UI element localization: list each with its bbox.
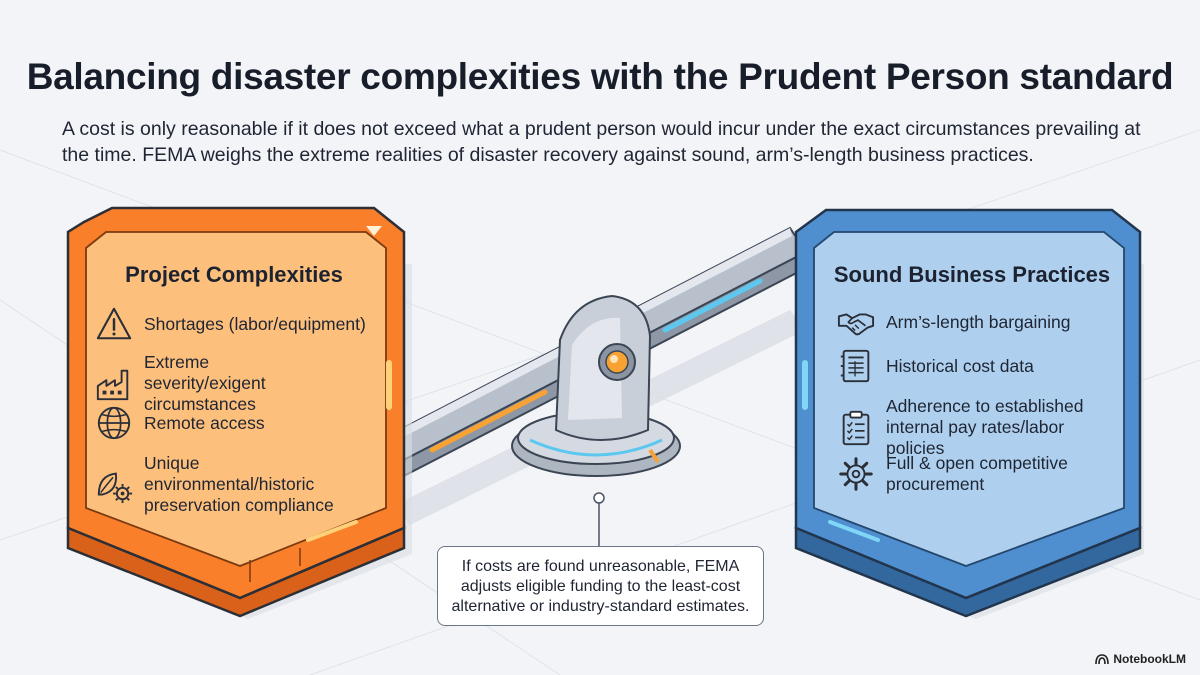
left-item-label: Remote access: [144, 412, 265, 433]
page-subtitle: A cost is only reasonable if it does not…: [62, 118, 1141, 166]
right-item-label: Historical cost data: [886, 355, 1034, 376]
left-item-label: Unique environmental/historic preservati…: [144, 453, 334, 515]
page-title: Balancing disaster complexities with the…: [26, 56, 1174, 97]
left-item-label: Shortages (labor/equipment): [144, 313, 366, 334]
factory-icon: [94, 364, 134, 404]
left-panel-shape: [66, 206, 412, 619]
list-item: Remote access: [94, 403, 384, 443]
right-panel-title: Sound Business Practices: [833, 262, 1111, 287]
leaf-gear-icon: [94, 465, 134, 505]
globe-icon: [94, 403, 134, 443]
notebooklm-icon: [1095, 654, 1110, 665]
right-panel-shape: [794, 208, 1144, 619]
brand-logo: NotebookLM: [1095, 652, 1186, 666]
right-item-label: Adherence to established internal pay ra…: [886, 396, 1084, 458]
gear-icon: [836, 454, 876, 494]
list-item: Full & open competitive procurement: [836, 453, 1126, 495]
callout-note: If costs are found unreasonable, FEMA ad…: [437, 546, 764, 626]
list-item: Shortages (labor/equipment): [94, 304, 384, 344]
list-item: Extreme severity/exigent circumstances: [94, 352, 384, 415]
warning-triangle-icon: [94, 304, 134, 344]
list-item: Arm’s-length bargaining: [836, 302, 1126, 342]
right-item-label: Arm’s-length bargaining: [886, 311, 1071, 332]
right-item-label: Full & open competitive procurement: [886, 453, 1068, 494]
pivot-pointer: [593, 492, 605, 546]
list-item: Historical cost data: [836, 346, 1126, 386]
handshake-icon: [836, 302, 876, 342]
list-item: Unique environmental/historic preservati…: [94, 453, 384, 516]
pivot-base: [511, 294, 681, 477]
clipboard-icon: [836, 408, 876, 448]
left-item-label: Extreme severity/exigent circumstances: [144, 352, 266, 414]
left-panel-title: Project Complexities: [125, 262, 343, 287]
brand-label: NotebookLM: [1113, 652, 1186, 666]
ledger-icon: [836, 346, 876, 386]
list-item: Adherence to established internal pay ra…: [836, 396, 1136, 459]
